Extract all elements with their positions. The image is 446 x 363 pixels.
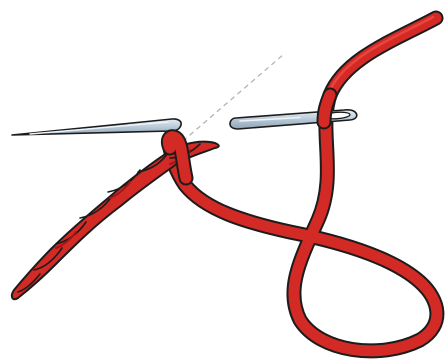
guide-dashed-line xyxy=(175,53,285,148)
needle-point-icon xyxy=(11,118,182,136)
thread-loop xyxy=(162,10,445,359)
needle-eye-icon xyxy=(229,109,358,130)
thread-hook xyxy=(160,129,194,186)
